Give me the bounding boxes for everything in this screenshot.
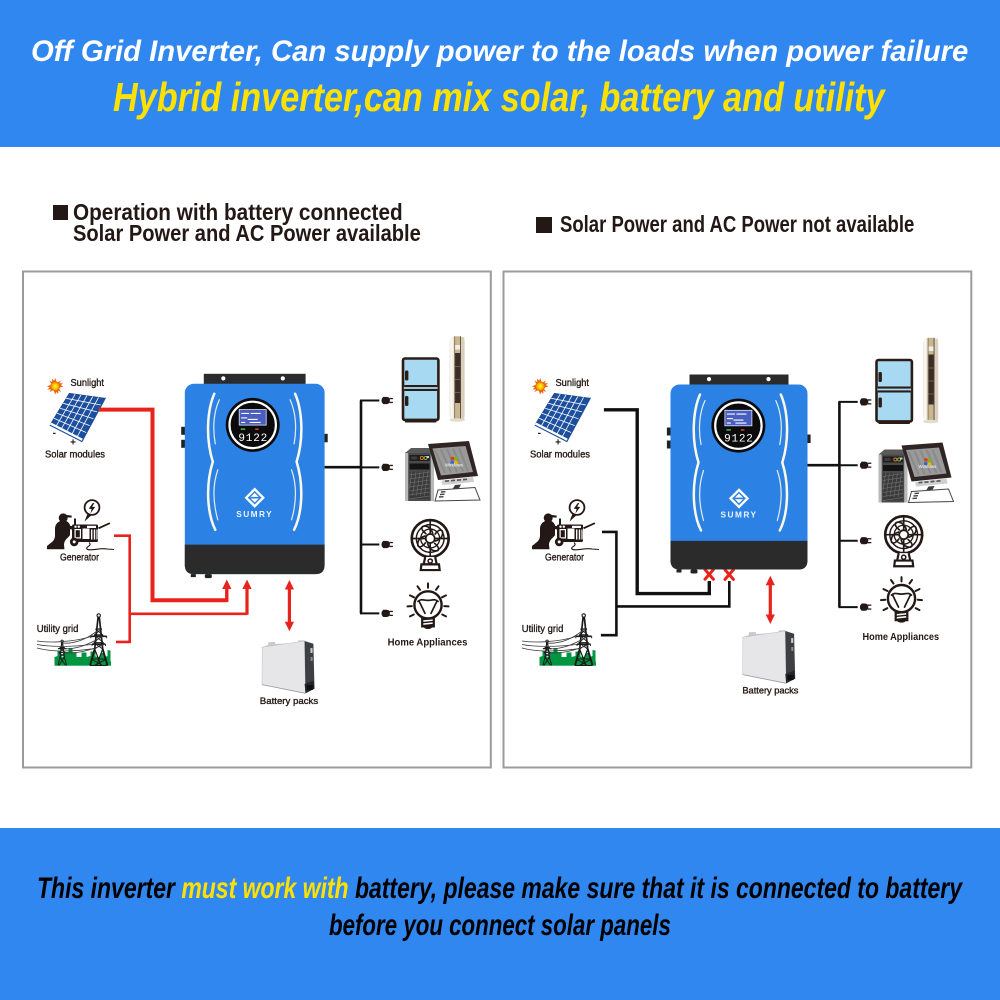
svg-text:Sunlight: Sunlight <box>71 377 105 389</box>
svg-text:+: + <box>70 438 76 449</box>
svg-text:Sunlight: Sunlight <box>556 377 590 389</box>
svg-text:Solar modules: Solar modules <box>530 448 590 460</box>
svg-text:9122: 9122 <box>724 434 754 446</box>
svg-text:Home Appliances: Home Appliances <box>388 638 468 649</box>
svg-text:9122: 9122 <box>238 433 268 445</box>
svg-text:Utility grid: Utility grid <box>37 623 79 635</box>
svg-text:+: + <box>555 438 561 449</box>
svg-text:Generator: Generator <box>60 552 99 564</box>
svg-text:Battery packs: Battery packs <box>742 686 798 697</box>
svg-text:Battery packs: Battery packs <box>260 696 319 707</box>
svg-text:Utility grid: Utility grid <box>522 623 564 635</box>
svg-text:Generator: Generator <box>545 552 584 564</box>
svg-text:SUMRY: SUMRY <box>236 509 273 519</box>
svg-text:-: - <box>53 428 56 439</box>
svg-text:-: - <box>538 428 541 439</box>
svg-text:SUMRY: SUMRY <box>721 510 758 520</box>
svg-text:Solar modules: Solar modules <box>45 448 105 460</box>
svg-text:Home Appliances: Home Appliances <box>863 632 940 643</box>
